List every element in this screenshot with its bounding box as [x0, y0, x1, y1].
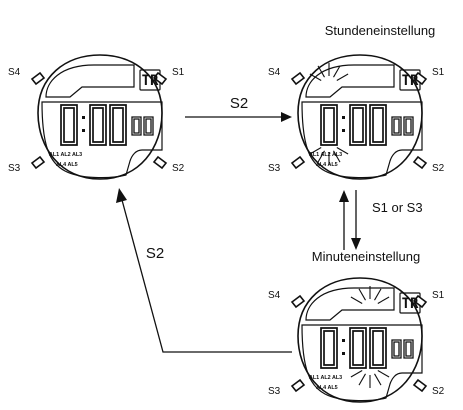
alarm-list-row1: AL1 AL2 AL3: [49, 152, 82, 158]
button-s1-label: S1: [172, 67, 185, 78]
colon-dot: [342, 352, 345, 355]
button-s3-label: S3: [8, 163, 21, 174]
flash-ray: [333, 150, 341, 163]
arrow-down-connector: [351, 190, 361, 250]
button-s4-label: S4: [268, 290, 281, 301]
hour-setting-caption: Stundeneinstellung: [325, 23, 436, 38]
colon-dot: [82, 129, 85, 132]
flash-ray: [350, 370, 363, 378]
flash-ray: [336, 73, 349, 81]
time-display: [320, 104, 414, 146]
button-s2-label: S2: [432, 386, 445, 397]
button-s1-label: S1: [432, 290, 445, 301]
flash-ray: [377, 296, 390, 304]
alarm-list-row2: AL4 AL5: [316, 162, 338, 168]
mode-indicator: TR: [142, 73, 159, 89]
flash-ray: [350, 296, 363, 304]
button-s2-label: S2: [432, 163, 445, 174]
time-display: [60, 104, 154, 146]
button-s1-label: S1: [432, 67, 445, 78]
alarm-list-row1: AL1 AL2 AL3: [309, 152, 342, 158]
arrow-switch-label: S1 or S3: [372, 200, 423, 215]
button-s2-label: S2: [172, 163, 185, 174]
flash-ray: [333, 65, 341, 78]
alarm-list-row1: AL1 AL2 AL3: [309, 375, 342, 381]
arrow-return-label: S2: [146, 245, 164, 262]
flash-indicator: [350, 286, 390, 388]
arrow-top-label: S2: [230, 95, 248, 112]
flash-ray: [309, 73, 322, 81]
alarm-list-row2: AL4 AL5: [316, 385, 338, 391]
button-s4-label: S4: [268, 67, 281, 78]
flash-indicator: [309, 63, 349, 165]
flash-ray: [374, 373, 382, 386]
colon-dot: [82, 116, 85, 119]
mode-indicator: TR: [402, 296, 419, 312]
mode-indicator: TR: [402, 73, 419, 89]
flash-ray: [309, 147, 322, 155]
flash-ray: [336, 147, 349, 155]
button-s4-label: S4: [8, 67, 21, 78]
time-display: [320, 327, 414, 369]
arrow-top-connector: [185, 112, 292, 122]
flash-ray: [317, 150, 325, 163]
flash-ray: [358, 288, 366, 301]
colon-dot: [342, 116, 345, 119]
arrow-up-connector: [339, 190, 349, 250]
button-s3-label: S3: [268, 386, 281, 397]
colon-dot: [342, 129, 345, 132]
button-s3-label: S3: [268, 163, 281, 174]
flash-ray: [317, 65, 325, 78]
flash-ray: [374, 288, 382, 301]
flash-ray: [358, 373, 366, 386]
colon-dot: [342, 339, 345, 342]
flash-ray: [377, 370, 390, 378]
arrow-return-connector: [116, 188, 292, 353]
minute-setting-caption: Minuteneinstellung: [312, 249, 420, 264]
alarm-list-row2: AL4 AL5: [56, 162, 78, 168]
